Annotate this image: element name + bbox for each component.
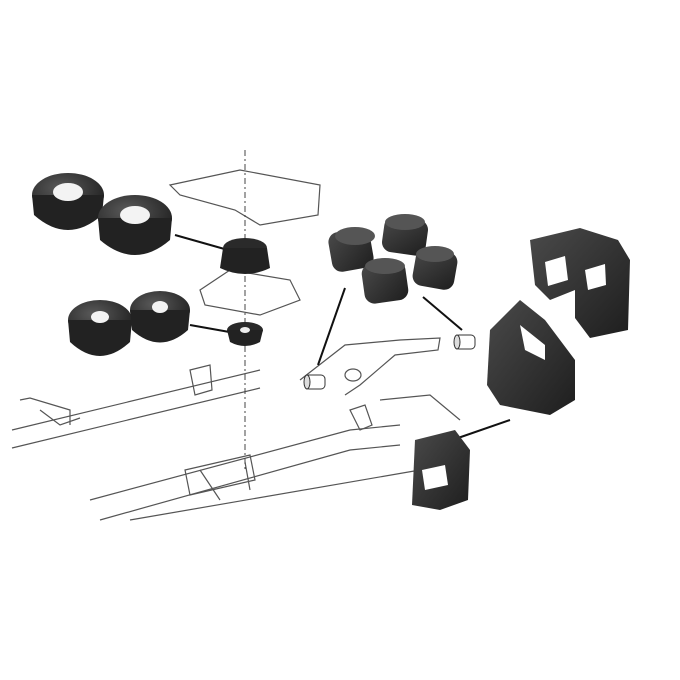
body-mount-cushion-small: [68, 291, 190, 356]
body-mount-cushion-large: [32, 173, 172, 255]
leader-lines: [174, 234, 511, 439]
control-arm-bushings: [328, 214, 458, 304]
installed-cushions: [220, 238, 270, 346]
small-bushings: [303, 334, 476, 390]
bump-stops: [412, 228, 630, 510]
